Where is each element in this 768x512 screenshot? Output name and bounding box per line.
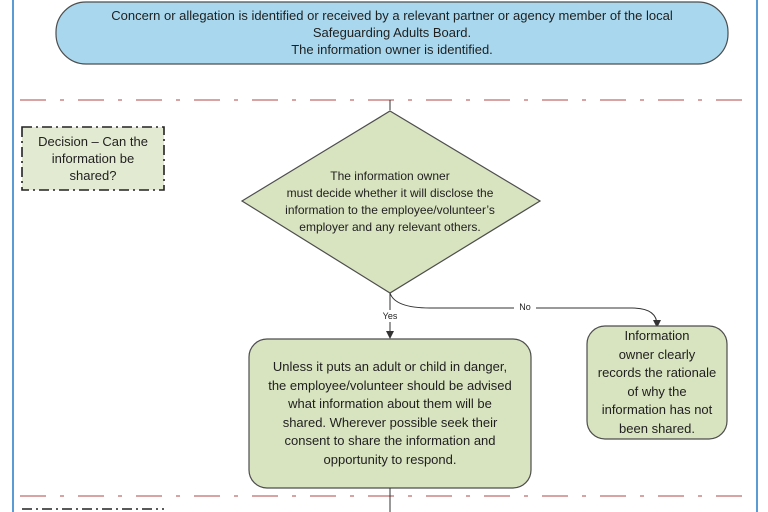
diamond-line-2: must decide whether it will disclose the — [286, 186, 494, 200]
no-box-line-1: Information — [624, 328, 690, 343]
yes-box-line-5: consent to share the information and — [284, 433, 496, 448]
yes-action-box-text: Unless it puts an adult or child in dang… — [253, 358, 527, 469]
top-box-line-3: The information owner is identified. — [291, 42, 493, 57]
no-box-line-3: records the rationale — [597, 365, 717, 380]
decision-diamond-text: The information owner must decide whethe… — [260, 168, 520, 236]
no-action-box-text: Information owner clearly records the ra… — [589, 327, 725, 438]
decision-label-box-shape — [21, 126, 165, 191]
no-box-line-4: of why the — [627, 383, 687, 399]
diamond-line-3: information to the employee/volunteer’s — [285, 203, 495, 217]
decision-label-text: Decision – Can the information be shared… — [24, 133, 162, 184]
yes-box-line-1: Unless it puts an adult or child in dang… — [272, 359, 508, 374]
yes-box-line-6: opportunity to respond. — [323, 451, 457, 467]
no-box-line-5: information has not — [601, 402, 713, 417]
decision-label-line-3: shared? — [69, 168, 117, 183]
decision-label-line-2: information be — [51, 151, 135, 166]
no-box-line-2: owner clearly — [618, 346, 696, 362]
top-start-box-shape — [55, 1, 729, 65]
diamond-line-1: The information owner — [330, 169, 450, 183]
yes-box-line-3: what information about them will be — [288, 396, 492, 411]
top-box-line-2: Safeguarding Adults Board. — [312, 25, 472, 40]
no-edge-label: No — [514, 301, 536, 313]
yes-box-line-2: the employee/volunteer should be advised — [268, 377, 512, 393]
yes-box-line-4: shared. Wherever possible seek their — [282, 414, 498, 430]
diamond-line-4: employer and any relevant others. — [299, 220, 481, 234]
top-box-line-1: Concern or allegation is identified or r… — [111, 8, 673, 23]
no-box-line-6: been shared. — [619, 420, 695, 436]
yes-edge-label: Yes — [376, 310, 404, 322]
top-start-box-text: Concern or allegation is identified or r… — [60, 7, 724, 58]
arrowhead-no — [653, 320, 661, 328]
decision-label-line-1: Decision – Can the — [38, 134, 148, 149]
no-action-box-shape — [586, 325, 728, 440]
arrowhead-yes — [386, 331, 394, 339]
